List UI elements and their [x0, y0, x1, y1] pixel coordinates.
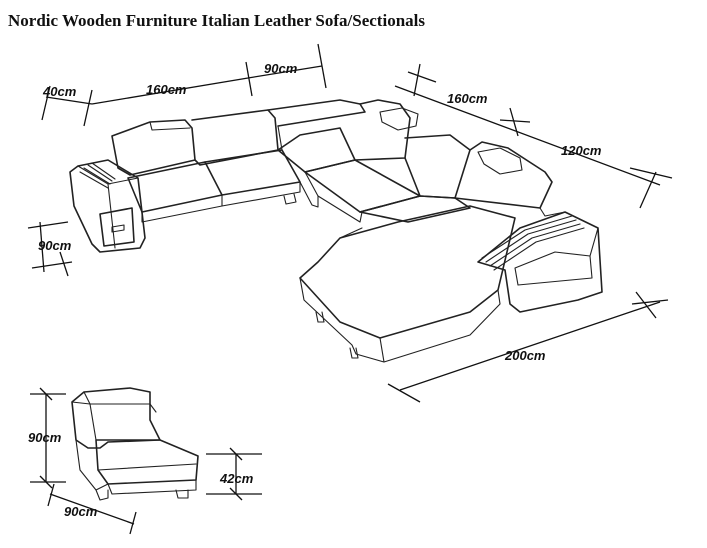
seat-seat-height-dim-label: 42cm — [219, 471, 254, 486]
dim-corner-label: 90cm — [264, 61, 298, 76]
page-title: Nordic Wooden Furniture Italian Leather … — [8, 11, 425, 30]
single-seat-drawing — [71, 387, 199, 501]
seat-width-dim-label: 90cm — [64, 504, 98, 519]
dim-left-section-label: 160cm — [146, 82, 187, 97]
dim-armrest-width-label: 40cm — [42, 84, 77, 99]
sectional-sofa-drawing — [69, 99, 603, 363]
seat-height-dim-label: 90cm — [28, 430, 62, 445]
dim-right-section-label: 160cm — [447, 91, 488, 106]
single-seat-dimension-lines — [30, 387, 262, 535]
sectional-dimension-lines — [27, 43, 673, 403]
dim-right-end-label: 120cm — [561, 143, 602, 158]
dim-chaise-length-label: 200cm — [504, 348, 546, 363]
dim-depth-label: 90cm — [38, 238, 72, 253]
